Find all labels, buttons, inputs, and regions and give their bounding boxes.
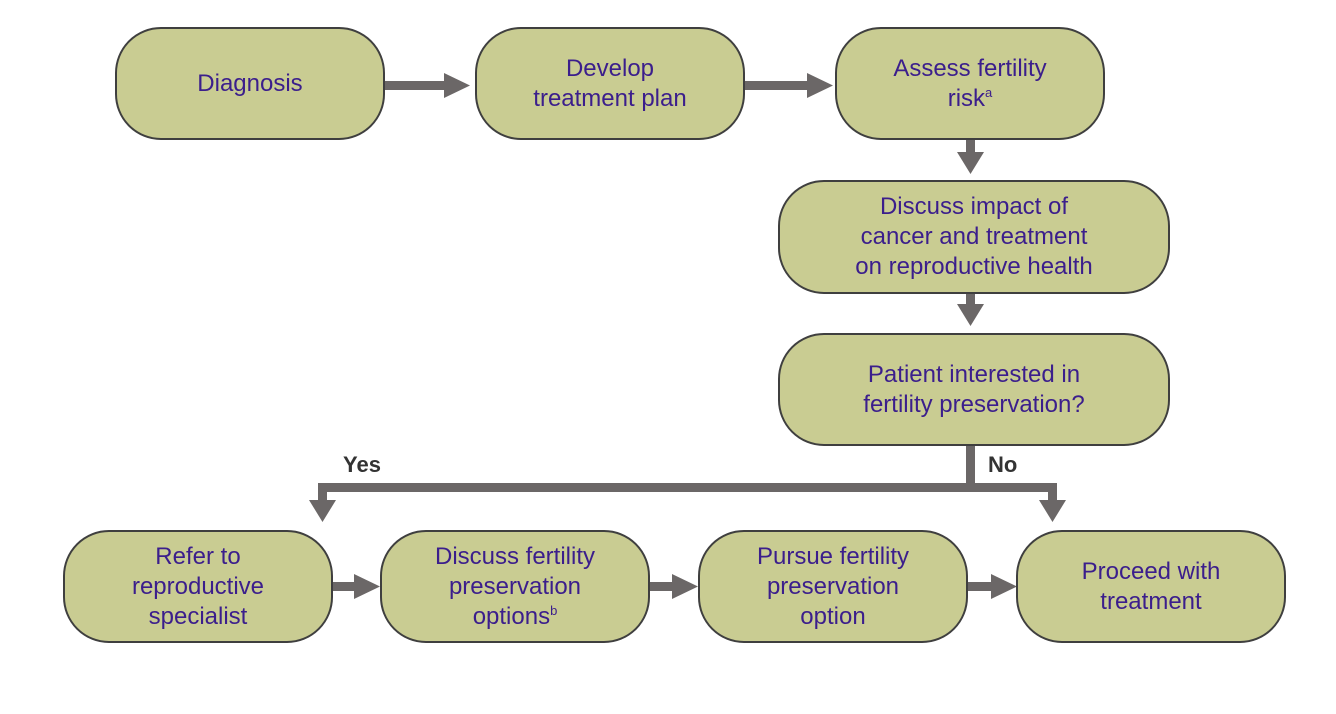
- node-diagnosis: Diagnosis: [115, 27, 385, 140]
- node-pursue-preservation-option: Pursue fertility preservation option: [698, 530, 968, 643]
- node-refer-line3: specialist: [148, 602, 248, 630]
- node-diagnosis-text: Diagnosis: [197, 69, 303, 97]
- node-develop-line2: treatment plan: [533, 84, 687, 112]
- node-assess-line2: risk: [947, 84, 986, 112]
- node-impact-line3: on reproductive health: [855, 253, 1093, 280]
- node-patient-interested-decision: Patient interested in fertility preserva…: [778, 333, 1170, 446]
- node-develop-treatment-plan: Develop treatment plan: [475, 27, 745, 140]
- arrow-develop-to-assess: [744, 73, 833, 98]
- node-refer-specialist: Refer to reproductive specialist: [63, 530, 333, 643]
- footnote-marker-a: a: [985, 84, 993, 100]
- node-interested-line2: fertility preservation?: [863, 390, 1085, 418]
- node-assess-fertility-risk: Assess fertility riska: [835, 27, 1105, 140]
- node-impact-line1: Discuss impact of: [879, 193, 1069, 220]
- branch-label-no: No: [988, 452, 1018, 477]
- arrow-assess-to-impact: [957, 140, 984, 174]
- node-proceed-line1: Proceed with: [1081, 557, 1221, 585]
- branch-label-yes: Yes: [343, 452, 381, 477]
- node-impact-line2: cancer and treatment: [860, 223, 1088, 250]
- node-discuss-impact: Discuss impact of cancer and treatment o…: [778, 180, 1170, 294]
- arrow-yes-to-refer: [309, 483, 336, 522]
- node-assess-line1: Assess fertility: [893, 54, 1047, 82]
- node-options-line1: Discuss fertility: [434, 542, 596, 570]
- arrow-no-to-proceed: [1039, 483, 1066, 522]
- node-develop-line1: Develop: [565, 54, 655, 82]
- arrow-pursue-to-proceed: [967, 574, 1017, 599]
- node-refer-line1: Refer to: [155, 542, 241, 570]
- node-pursue-line3: option: [800, 602, 866, 630]
- decision-split-connector: [318, 446, 1057, 492]
- node-discuss-preservation-options: Discuss fertility preservation optionsb: [380, 530, 650, 643]
- arrow-impact-to-interested: [957, 294, 984, 326]
- arrow-options-to-pursue: [648, 574, 698, 599]
- arrow-diagnosis-to-develop: [384, 73, 470, 98]
- node-pursue-line2: preservation: [766, 572, 900, 600]
- node-options-line3: options: [472, 602, 551, 630]
- node-interested-line1: Patient interested in: [867, 360, 1081, 388]
- node-refer-line2: reproductive: [131, 572, 265, 600]
- node-proceed-with-treatment: Proceed with treatment: [1016, 530, 1286, 643]
- node-proceed-line2: treatment: [1100, 587, 1202, 615]
- footnote-marker-b: b: [550, 602, 558, 618]
- node-pursue-line1: Pursue fertility: [756, 542, 910, 570]
- node-options-line2: preservation: [448, 572, 582, 600]
- arrow-refer-to-options: [333, 574, 380, 599]
